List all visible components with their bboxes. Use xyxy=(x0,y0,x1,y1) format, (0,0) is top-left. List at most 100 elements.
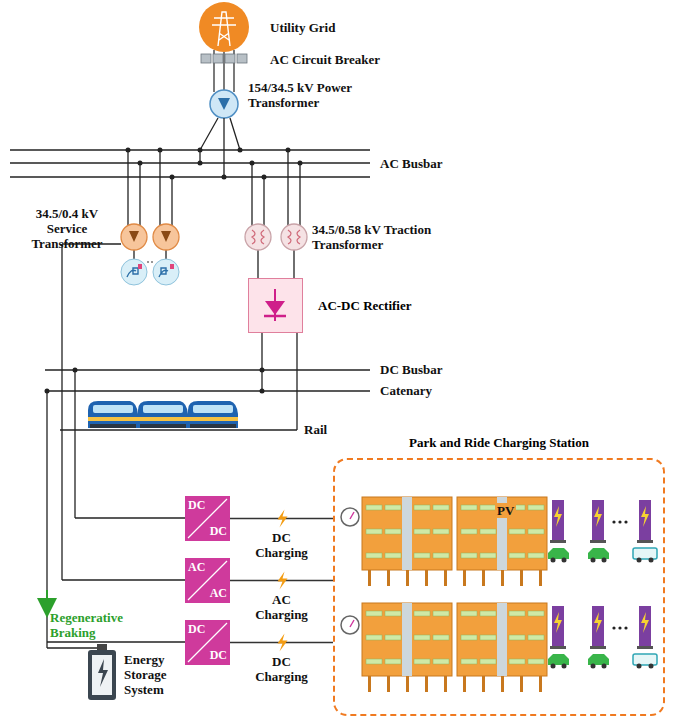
charger-bolt xyxy=(554,612,562,633)
canopy-post xyxy=(520,570,523,586)
pv-panel xyxy=(433,529,449,534)
pv-panel xyxy=(528,635,544,640)
pv-panel xyxy=(366,635,382,640)
pv-panel xyxy=(385,635,401,640)
wheel xyxy=(602,558,607,563)
charger-bolt xyxy=(641,506,649,527)
socket-link xyxy=(147,262,153,263)
wheel xyxy=(649,664,654,669)
converter-box: DCDC xyxy=(185,496,230,541)
rectifier-box: AC-DC Rectifier xyxy=(248,278,303,333)
charger-bolt xyxy=(594,612,602,633)
train-bogie xyxy=(140,424,186,428)
wheel xyxy=(562,664,567,669)
pv-panel xyxy=(414,505,430,510)
pv-panel xyxy=(509,635,525,640)
charging-bolt xyxy=(278,572,288,590)
wheel xyxy=(591,664,596,669)
charger-base xyxy=(637,540,653,543)
charger-bolt xyxy=(641,612,649,633)
canopy-column xyxy=(402,497,412,570)
pylon-icon xyxy=(212,12,236,46)
converter-label: AC xyxy=(188,560,205,575)
charger xyxy=(552,500,564,540)
pv-panel xyxy=(385,611,401,616)
pv-panel xyxy=(366,529,382,534)
pv-panel xyxy=(385,553,401,558)
canopy-column xyxy=(402,603,412,676)
pv-panel xyxy=(480,505,496,510)
pv-panel xyxy=(461,611,477,616)
component-label: Utility Grid xyxy=(270,20,335,35)
pv-canopy xyxy=(457,497,547,570)
charging-bolt xyxy=(278,634,288,652)
canopy-post xyxy=(539,676,542,692)
canopy-post xyxy=(425,676,428,692)
train-car xyxy=(88,401,138,428)
charger-base xyxy=(590,646,606,649)
pv-panel xyxy=(480,635,496,640)
edge-label: DC Charging xyxy=(250,654,314,684)
busbar-wires xyxy=(10,118,370,648)
pv-panel xyxy=(509,553,525,558)
component-label: AC Busbar xyxy=(380,156,443,171)
pv-panel xyxy=(366,611,382,616)
canopy-post xyxy=(368,676,371,692)
converter-label: DC xyxy=(188,622,205,637)
canopy-post xyxy=(368,570,371,586)
canopy-post xyxy=(482,676,485,692)
transformer-mark xyxy=(218,98,230,110)
pv-panel xyxy=(414,553,430,558)
component-label: 154/34.5 kV Power Transformer xyxy=(248,80,354,110)
feeder-lines xyxy=(214,50,234,92)
edge-label: DC Charging xyxy=(250,530,314,560)
pv-panel xyxy=(528,659,544,664)
wheel xyxy=(637,664,642,669)
pv-panel xyxy=(480,659,496,664)
pv-panel xyxy=(480,553,496,558)
component-label: AC Circuit Breaker xyxy=(270,52,380,67)
service-transformers xyxy=(121,224,179,250)
pv-panel xyxy=(385,659,401,664)
charger xyxy=(639,500,651,540)
pv-panel xyxy=(509,659,525,664)
pv-canopy xyxy=(362,603,452,676)
pv-canopy xyxy=(457,603,547,676)
pv-panel xyxy=(385,529,401,534)
charger xyxy=(552,606,564,646)
canopy-column xyxy=(497,603,507,676)
train-stripe xyxy=(88,417,138,421)
pv-canopy xyxy=(362,497,452,570)
trains xyxy=(88,401,238,428)
pv-panel xyxy=(414,659,430,664)
component-label: PV xyxy=(495,503,516,518)
pv-panel xyxy=(528,529,544,534)
electric-car xyxy=(548,548,569,559)
wheel xyxy=(551,558,556,563)
electric-bus xyxy=(633,654,657,665)
wheel xyxy=(562,558,567,563)
utility-grid-symbol xyxy=(199,2,249,52)
canopy-post xyxy=(406,676,409,692)
charger-base xyxy=(590,540,606,543)
pv-panel xyxy=(480,611,496,616)
wheel xyxy=(637,558,642,563)
train-stripe xyxy=(188,417,238,421)
ellipsis-dot xyxy=(612,520,615,523)
canopy-post xyxy=(387,676,390,692)
canopy-post xyxy=(444,676,447,692)
energy-meter xyxy=(341,616,359,634)
canopy-post xyxy=(520,676,523,692)
train-car xyxy=(138,401,188,428)
ellipsis-dot xyxy=(624,626,627,629)
diagonal-line xyxy=(188,623,227,662)
charger-bolt xyxy=(554,506,562,527)
converter-label: DC xyxy=(210,524,227,539)
pv-panel xyxy=(461,635,477,640)
canopy-post xyxy=(425,570,428,586)
pv-panel xyxy=(433,635,449,640)
ellipsis-dot xyxy=(618,626,621,629)
pv-panel xyxy=(385,505,401,510)
charging-bolt xyxy=(278,510,288,528)
electric-car xyxy=(588,548,609,559)
